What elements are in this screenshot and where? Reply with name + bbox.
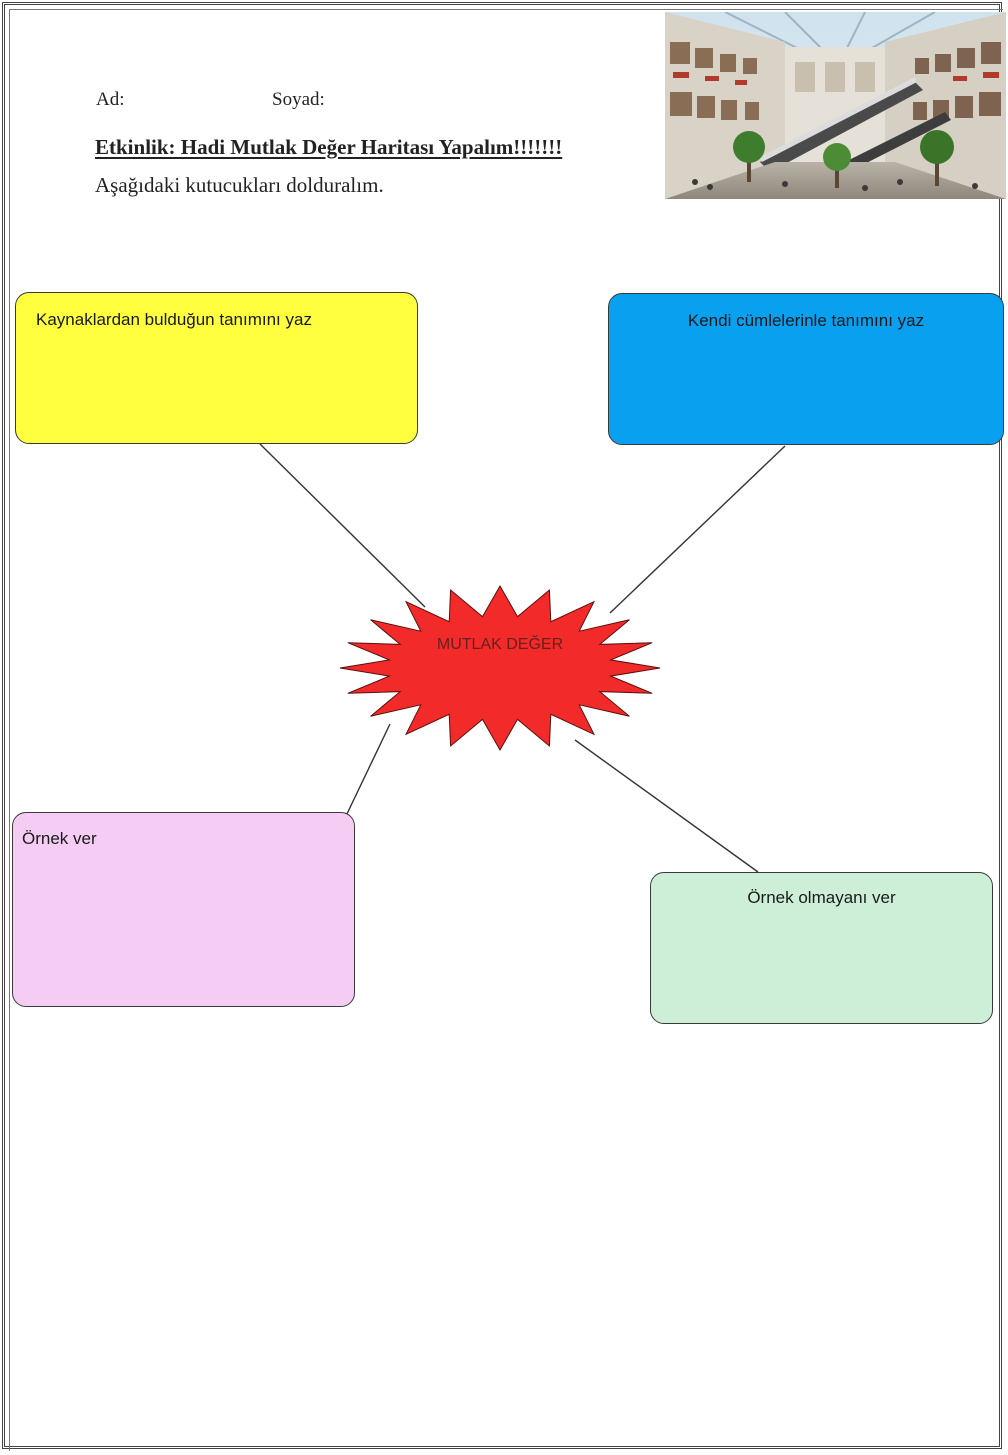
mall-photo-illustration <box>665 12 1006 199</box>
page-border-inner <box>9 9 1003 1451</box>
example-label: Örnek ver <box>22 829 97 848</box>
example-box[interactable]: Örnek ver <box>12 812 355 1007</box>
activity-title: Etkinlik: Hadi Mutlak Değer Haritası Yap… <box>95 135 563 159</box>
surname-label: Soyad: <box>272 89 325 110</box>
name-label: Ad: <box>96 89 125 110</box>
source-definition-box[interactable]: Kaynaklardan bulduğun tanımını yaz <box>15 292 418 444</box>
non-example-label: Örnek olmayanı ver <box>747 888 896 907</box>
own-definition-box[interactable]: Kendi cümlelerinle tanımını yaz <box>608 293 1004 445</box>
connector-line-source <box>259 443 426 608</box>
connector-line-example <box>344 723 391 819</box>
connector-line-own <box>609 445 786 614</box>
mall-photo <box>665 12 1006 199</box>
center-concept-label: MUTLAK DEĞER <box>436 636 564 653</box>
own-definition-label: Kendi cümlelerinle tanımını yaz <box>687 311 925 330</box>
source-definition-label: Kaynaklardan bulduğun tanımını yaz <box>36 310 312 329</box>
instruction-text: Aşağıdaki kutucukları dolduralım. <box>95 173 384 197</box>
connector-line-nonexample <box>574 739 759 873</box>
starburst-shape <box>339 584 661 752</box>
non-example-box[interactable]: Örnek olmayanı ver <box>650 872 993 1024</box>
